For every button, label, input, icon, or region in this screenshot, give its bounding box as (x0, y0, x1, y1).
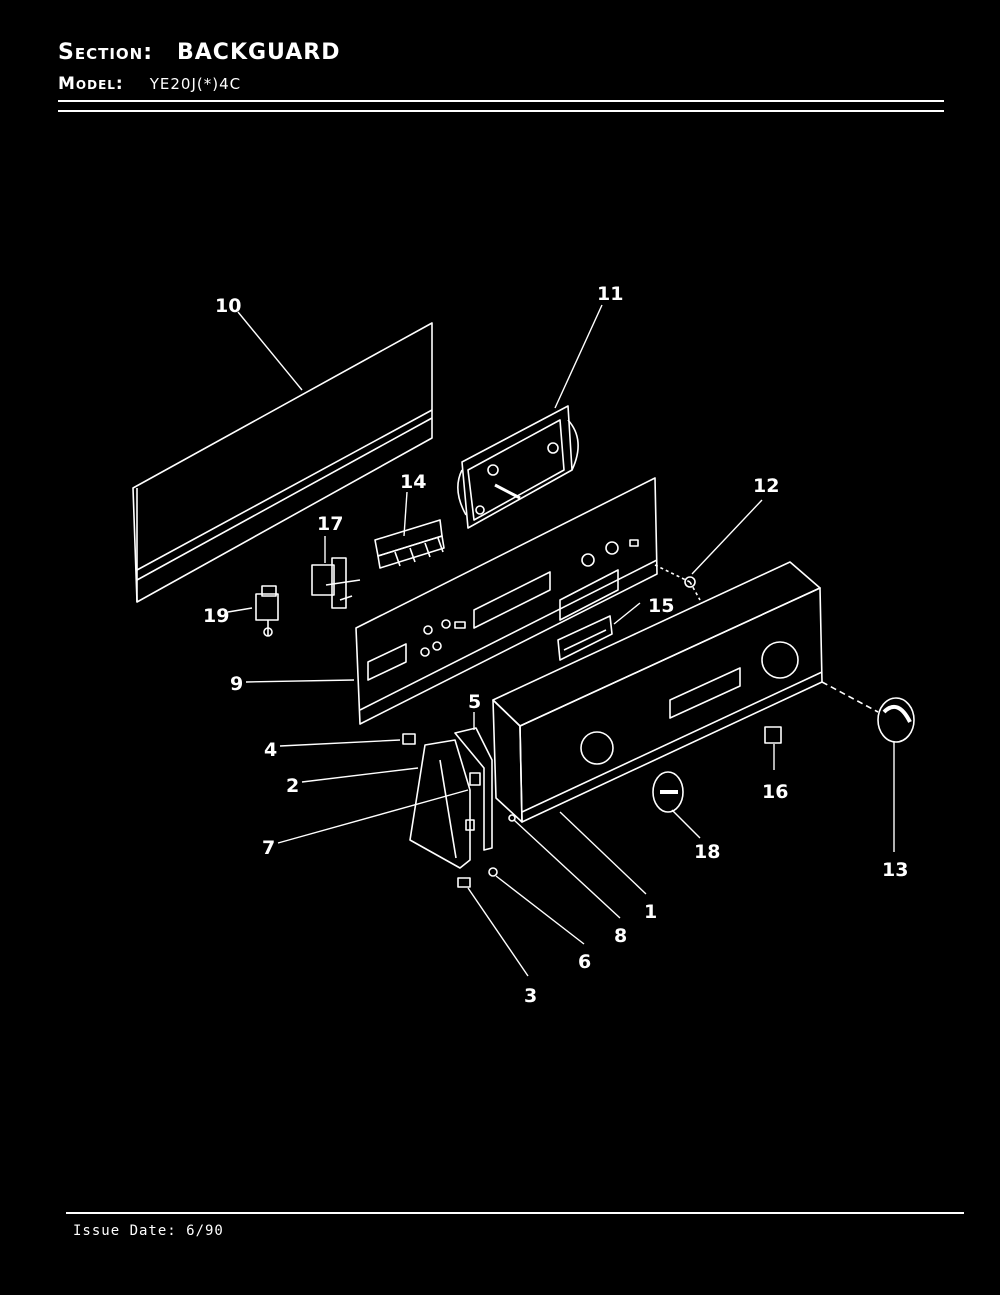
section-title: Section: BACKGUARD (58, 40, 340, 65)
footer-rule (66, 1212, 964, 1214)
callout-9: 9 (230, 673, 243, 695)
callout-labels: 10 11 14 17 19 9 12 15 5 4 2 7 16 18 13 … (203, 283, 908, 1007)
header-rule-top (58, 100, 944, 102)
part-8-screw (508, 814, 516, 822)
callout-11: 11 (597, 283, 623, 305)
part-19-relay (255, 585, 279, 637)
callout-15: 15 (648, 595, 674, 617)
callout-6: 6 (578, 951, 591, 973)
callout-4: 4 (264, 739, 277, 761)
callout-7: 7 (262, 837, 275, 859)
callout-16: 16 (762, 781, 788, 803)
model-title: Model: YE20J(*)4C (58, 74, 241, 94)
part-1-backguard-housing (492, 561, 823, 823)
part-4-clip (402, 733, 416, 745)
callout-14: 14 (400, 471, 426, 493)
part-12-clip (654, 564, 701, 601)
callout-10: 10 (215, 295, 241, 317)
part-13-knob (821, 681, 915, 743)
part-14-terminal-block (374, 519, 445, 569)
leader-lines (227, 304, 895, 977)
section-value: BACKGUARD (177, 40, 341, 65)
callout-1: 1 (644, 901, 657, 923)
callout-12: 12 (753, 475, 779, 497)
part-9-control-panel (355, 477, 658, 725)
part-10-rear-panel (132, 322, 433, 603)
callout-13: 13 (882, 859, 908, 881)
callout-19: 19 (203, 605, 229, 627)
callout-17: 17 (317, 513, 343, 535)
model-value: YE20J(*)4C (149, 75, 242, 93)
callout-8: 8 (614, 925, 627, 947)
model-label: Model: (58, 74, 124, 94)
callout-2: 2 (286, 775, 299, 797)
part-18-knob (652, 771, 684, 813)
part-15-display-lens (557, 615, 613, 661)
header-rule-bottom (58, 110, 944, 112)
part-2-end-cap (409, 739, 481, 869)
section-label: Section: (58, 40, 154, 65)
callout-18: 18 (694, 841, 720, 863)
callout-5: 5 (468, 691, 481, 713)
part-11-clock-timer (457, 405, 579, 529)
part-16-knob-insert (764, 726, 782, 744)
part-5-trim-strip (454, 727, 493, 851)
part-17-switch (311, 557, 361, 609)
part-6-screw (488, 867, 498, 877)
callout-3: 3 (524, 985, 537, 1007)
part-3-fastener (457, 877, 471, 888)
issue-date: Issue Date: 6/90 (73, 1223, 224, 1239)
